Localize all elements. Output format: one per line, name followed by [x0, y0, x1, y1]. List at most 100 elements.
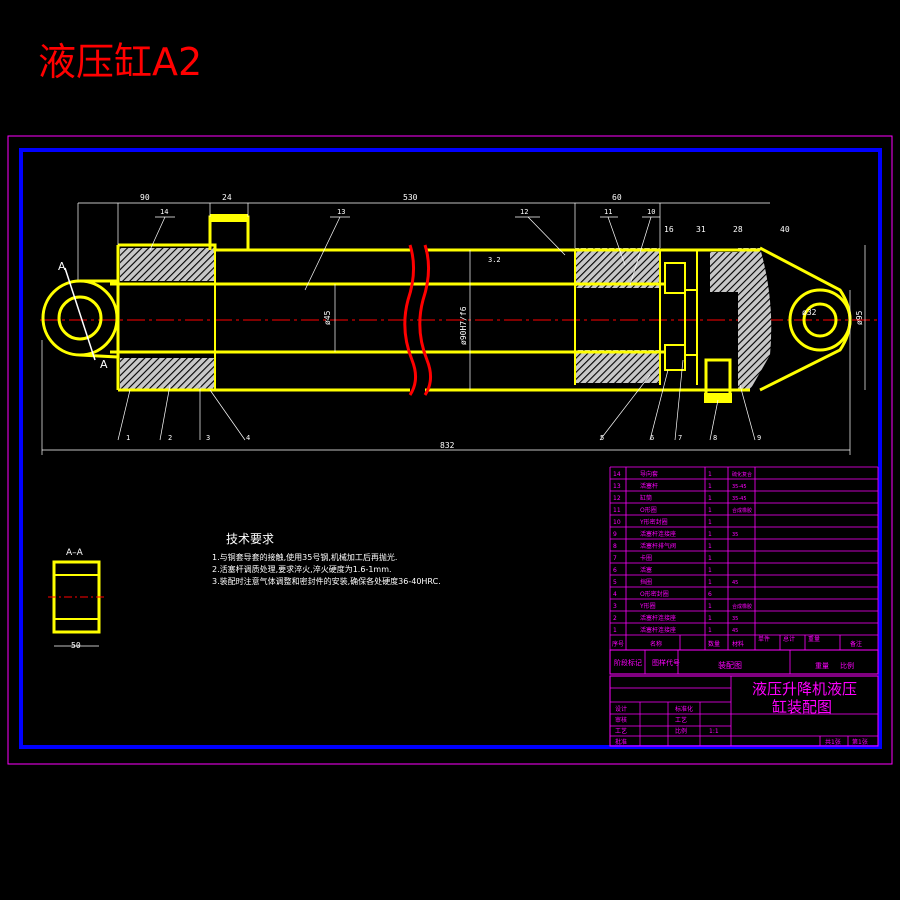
bom-row-qty: 6 — [708, 591, 712, 598]
section-mark-top: A — [58, 260, 66, 273]
bom-row-no: 4 — [613, 591, 617, 598]
bom-row-no: 7 — [613, 555, 617, 562]
bom-row-qty: 1 — [708, 579, 712, 586]
drawing-title-1: 液压升降机液压 — [752, 680, 857, 698]
bom-row-name: 缸筒 — [640, 494, 652, 502]
bom-row-note: 35-45 — [732, 496, 747, 502]
tech-req-2: 2.活塞杆调质处理,要求淬火,淬火硬度为1.6-1mm. — [212, 564, 392, 574]
section-cut-line — [64, 267, 96, 361]
section-mark-bottom: A — [100, 358, 108, 371]
tb-drawing-no: 图样代号 — [652, 658, 680, 667]
tb-sheet-total: 共1张 — [825, 738, 841, 746]
gland-section-bottom — [120, 358, 215, 391]
end-cap-section — [738, 248, 772, 390]
bom-row-qty: 1 — [708, 507, 712, 514]
bom-head-material: 材料 — [732, 640, 744, 648]
dimension-labels: 90 24 530 60 16 31 28 40 832 ø45 ø90H7/f… — [140, 193, 864, 450]
seal-ring-bottom — [664, 344, 686, 371]
dim-60: 60 — [612, 193, 622, 202]
dim-530: 530 — [403, 193, 418, 202]
bom-row-qty: 1 — [708, 603, 712, 610]
bom-row-no: 13 — [613, 483, 621, 490]
dim-outer-dia: ø95 — [855, 310, 864, 325]
balloon-4: 4 — [246, 434, 250, 442]
outer-frame — [7, 135, 893, 765]
balloon-10: 10 — [647, 208, 655, 216]
tb-check: 审核 — [615, 716, 627, 724]
tb-scale: 1:1 — [709, 728, 719, 735]
bom-row-no: 10 — [613, 519, 621, 526]
bom-row-name: Y形圈 — [639, 602, 656, 610]
bom-row-qty: 1 — [708, 531, 712, 538]
bom-row-no: 9 — [613, 531, 617, 538]
break-line-right — [418, 244, 432, 396]
bom-row-name: 活塞杆 — [640, 482, 658, 490]
dim-rod-dia: ø45 — [323, 310, 332, 325]
dimensions — [41, 202, 866, 455]
port-flange — [210, 214, 248, 222]
tb-assembly: 装配图 — [718, 660, 742, 670]
cylinder-assembly: A A — [40, 214, 880, 403]
balloon-14: 14 — [160, 208, 168, 216]
title-block: 阶段标记 图样代号 装配图 重量 比例 液压升降机液压 缸装配图 设计 审核 工… — [609, 649, 879, 747]
bom-row-note: 35-45 — [732, 484, 747, 490]
bom-row-qty: 1 — [708, 519, 712, 526]
bom-head-weight: 重量 — [808, 635, 820, 643]
balloon-5: 5 — [600, 434, 604, 442]
balloon-8: 8 — [713, 434, 717, 442]
balloon-9: 9 — [757, 434, 761, 442]
rod-eye-hole — [57, 295, 103, 341]
bom-row-qty: 1 — [708, 627, 712, 634]
bom-row-no: 6 — [613, 567, 617, 574]
drawing-title-2: 缸装配图 — [772, 698, 832, 716]
bom-head-note: 备注 — [850, 640, 862, 648]
bom-row-no: 3 — [613, 603, 617, 610]
tb-approve: 批准 — [615, 738, 627, 746]
bleed-valve-head — [704, 393, 732, 403]
bom-row-no: 12 — [613, 495, 621, 502]
balloon-11: 11 — [604, 208, 612, 216]
dim-31: 31 — [696, 225, 706, 234]
bom-row-name: 活塞杆连接座 — [640, 530, 676, 538]
tech-req-1: 1.与铜套导套的接触,使用35号钢,机械加工后再抛光. — [212, 552, 397, 562]
bom-row-note: 硫化复合 — [732, 471, 752, 478]
bom-row-name: 活塞杆排气阀 — [640, 542, 676, 550]
dim-90: 90 — [140, 193, 150, 202]
tb-stage-mark: 阶段标记 — [614, 658, 642, 667]
rod-eye-neck — [79, 279, 120, 359]
bom-row-qty: 1 — [708, 543, 712, 550]
inner-frame — [19, 148, 882, 749]
piston-section-bottom — [575, 350, 660, 383]
balloon-leaders — [117, 216, 756, 441]
rod-eye — [41, 279, 119, 357]
bom-head-total: 总计 — [783, 635, 795, 643]
dim-28: 28 — [733, 225, 743, 234]
balloon-13: 13 — [337, 208, 345, 216]
bom-row-no: 14 — [613, 471, 621, 478]
bom-row-qty: 1 — [708, 495, 712, 502]
bom-row-name: 活塞 — [640, 566, 652, 574]
bom-row-qty: 1 — [708, 483, 712, 490]
tb-process: 工艺 — [675, 716, 687, 724]
bom-row-name: 活塞杆连接座 — [640, 626, 676, 634]
bom-row-note: 合成橡胶 — [732, 603, 752, 610]
bom-row-note: 45 — [732, 628, 738, 634]
bom-row-qty: 1 — [708, 471, 712, 478]
bom-row-qty: 1 — [708, 615, 712, 622]
bom-head-unit: 单件 — [758, 635, 770, 643]
bom-head-no: 序号 — [612, 640, 624, 648]
bom-row-name: Y形密封圈 — [639, 518, 668, 526]
dim-24: 24 — [222, 193, 232, 202]
cap-port-section — [710, 252, 738, 292]
bom-row-qty: 1 — [708, 555, 712, 562]
bom-row-note: 合成橡胶 — [732, 507, 752, 514]
tech-req-3: 3.装配时注意气体调整和密封件的安装,确保各处硬度36-40HRC. — [212, 576, 441, 586]
dim-eye-dia: ø32 — [802, 308, 817, 317]
bom-row-no: 1 — [613, 627, 617, 634]
sheet-title: 液压缸A2 — [38, 40, 202, 84]
tb-scale-label: 比例 — [675, 727, 687, 735]
tb-sheet-no: 第1张 — [852, 738, 868, 746]
piston-section-top — [575, 248, 660, 288]
